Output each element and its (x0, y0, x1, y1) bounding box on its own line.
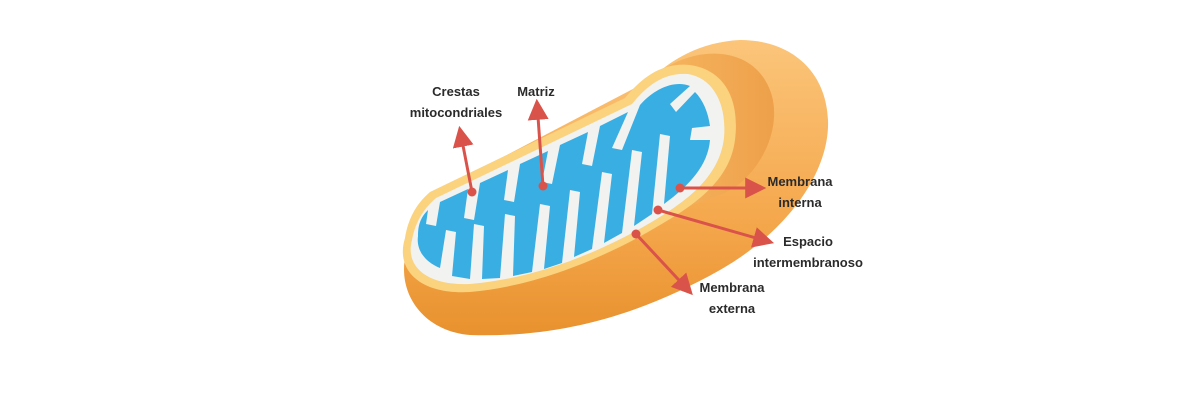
arrow-crestas (452, 125, 474, 193)
arrow-matriz-dot (538, 181, 548, 191)
arrow-membrana-interna-dot (675, 183, 685, 193)
arrow-membrana-externa-dot (631, 229, 641, 239)
label-matriz: Matriz (517, 84, 555, 99)
arrow-espacio (657, 208, 775, 248)
arrow-membrana-externa (634, 232, 693, 296)
label-membrana-externa: Membrana externa (699, 280, 765, 316)
label-crestas: Crestas mitocondriales (409, 84, 503, 120)
mitochondrial-matrix (417, 84, 710, 280)
arrow-matriz (527, 98, 549, 187)
label-membrana-interna: Membrana interna (767, 174, 833, 210)
arrow-espacio-dot (653, 205, 663, 215)
label-espacio-intermembranoso: Espacio intermembranoso (753, 234, 863, 270)
arrow-crestas-dot (467, 187, 477, 197)
